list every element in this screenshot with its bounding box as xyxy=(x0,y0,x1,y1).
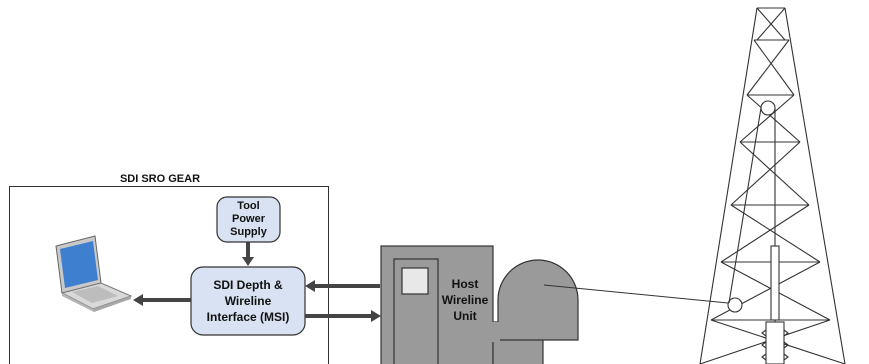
wireline-unit-line-2: Wireline xyxy=(442,293,489,307)
wireline-unit-line-1: Host xyxy=(452,277,479,291)
derrick-icon xyxy=(699,7,846,364)
power-supply-line-3: Supply xyxy=(230,226,268,238)
wireline-cable xyxy=(543,284,729,304)
wireline-unit-line-3: Unit xyxy=(453,309,476,323)
sdi-interface-box: SDI Depth & Wireline Interface (MSI) xyxy=(190,266,306,336)
laptop-icon xyxy=(55,235,133,312)
power-supply-line-1: Tool xyxy=(237,200,259,212)
interface-to-laptop-arrow xyxy=(133,294,191,306)
interface-to-unit-arrow xyxy=(305,310,381,322)
unit-to-interface-arrow xyxy=(305,280,380,292)
tool-power-supply-box: Tool Power Supply xyxy=(216,196,281,243)
power-supply-line-2: Power xyxy=(232,213,266,225)
sdi-sro-gear-box: SDI SRO GEAR xyxy=(9,173,329,364)
power-to-interface-arrow xyxy=(242,242,254,266)
interface-line-2: Wireline xyxy=(225,294,272,308)
gear-box-title: SDI SRO GEAR xyxy=(120,173,200,185)
host-wireline-unit: Host Wireline Unit xyxy=(380,245,579,364)
interface-line-3: Interface (MSI) xyxy=(207,310,290,324)
interface-line-1: SDI Depth & xyxy=(213,278,283,292)
